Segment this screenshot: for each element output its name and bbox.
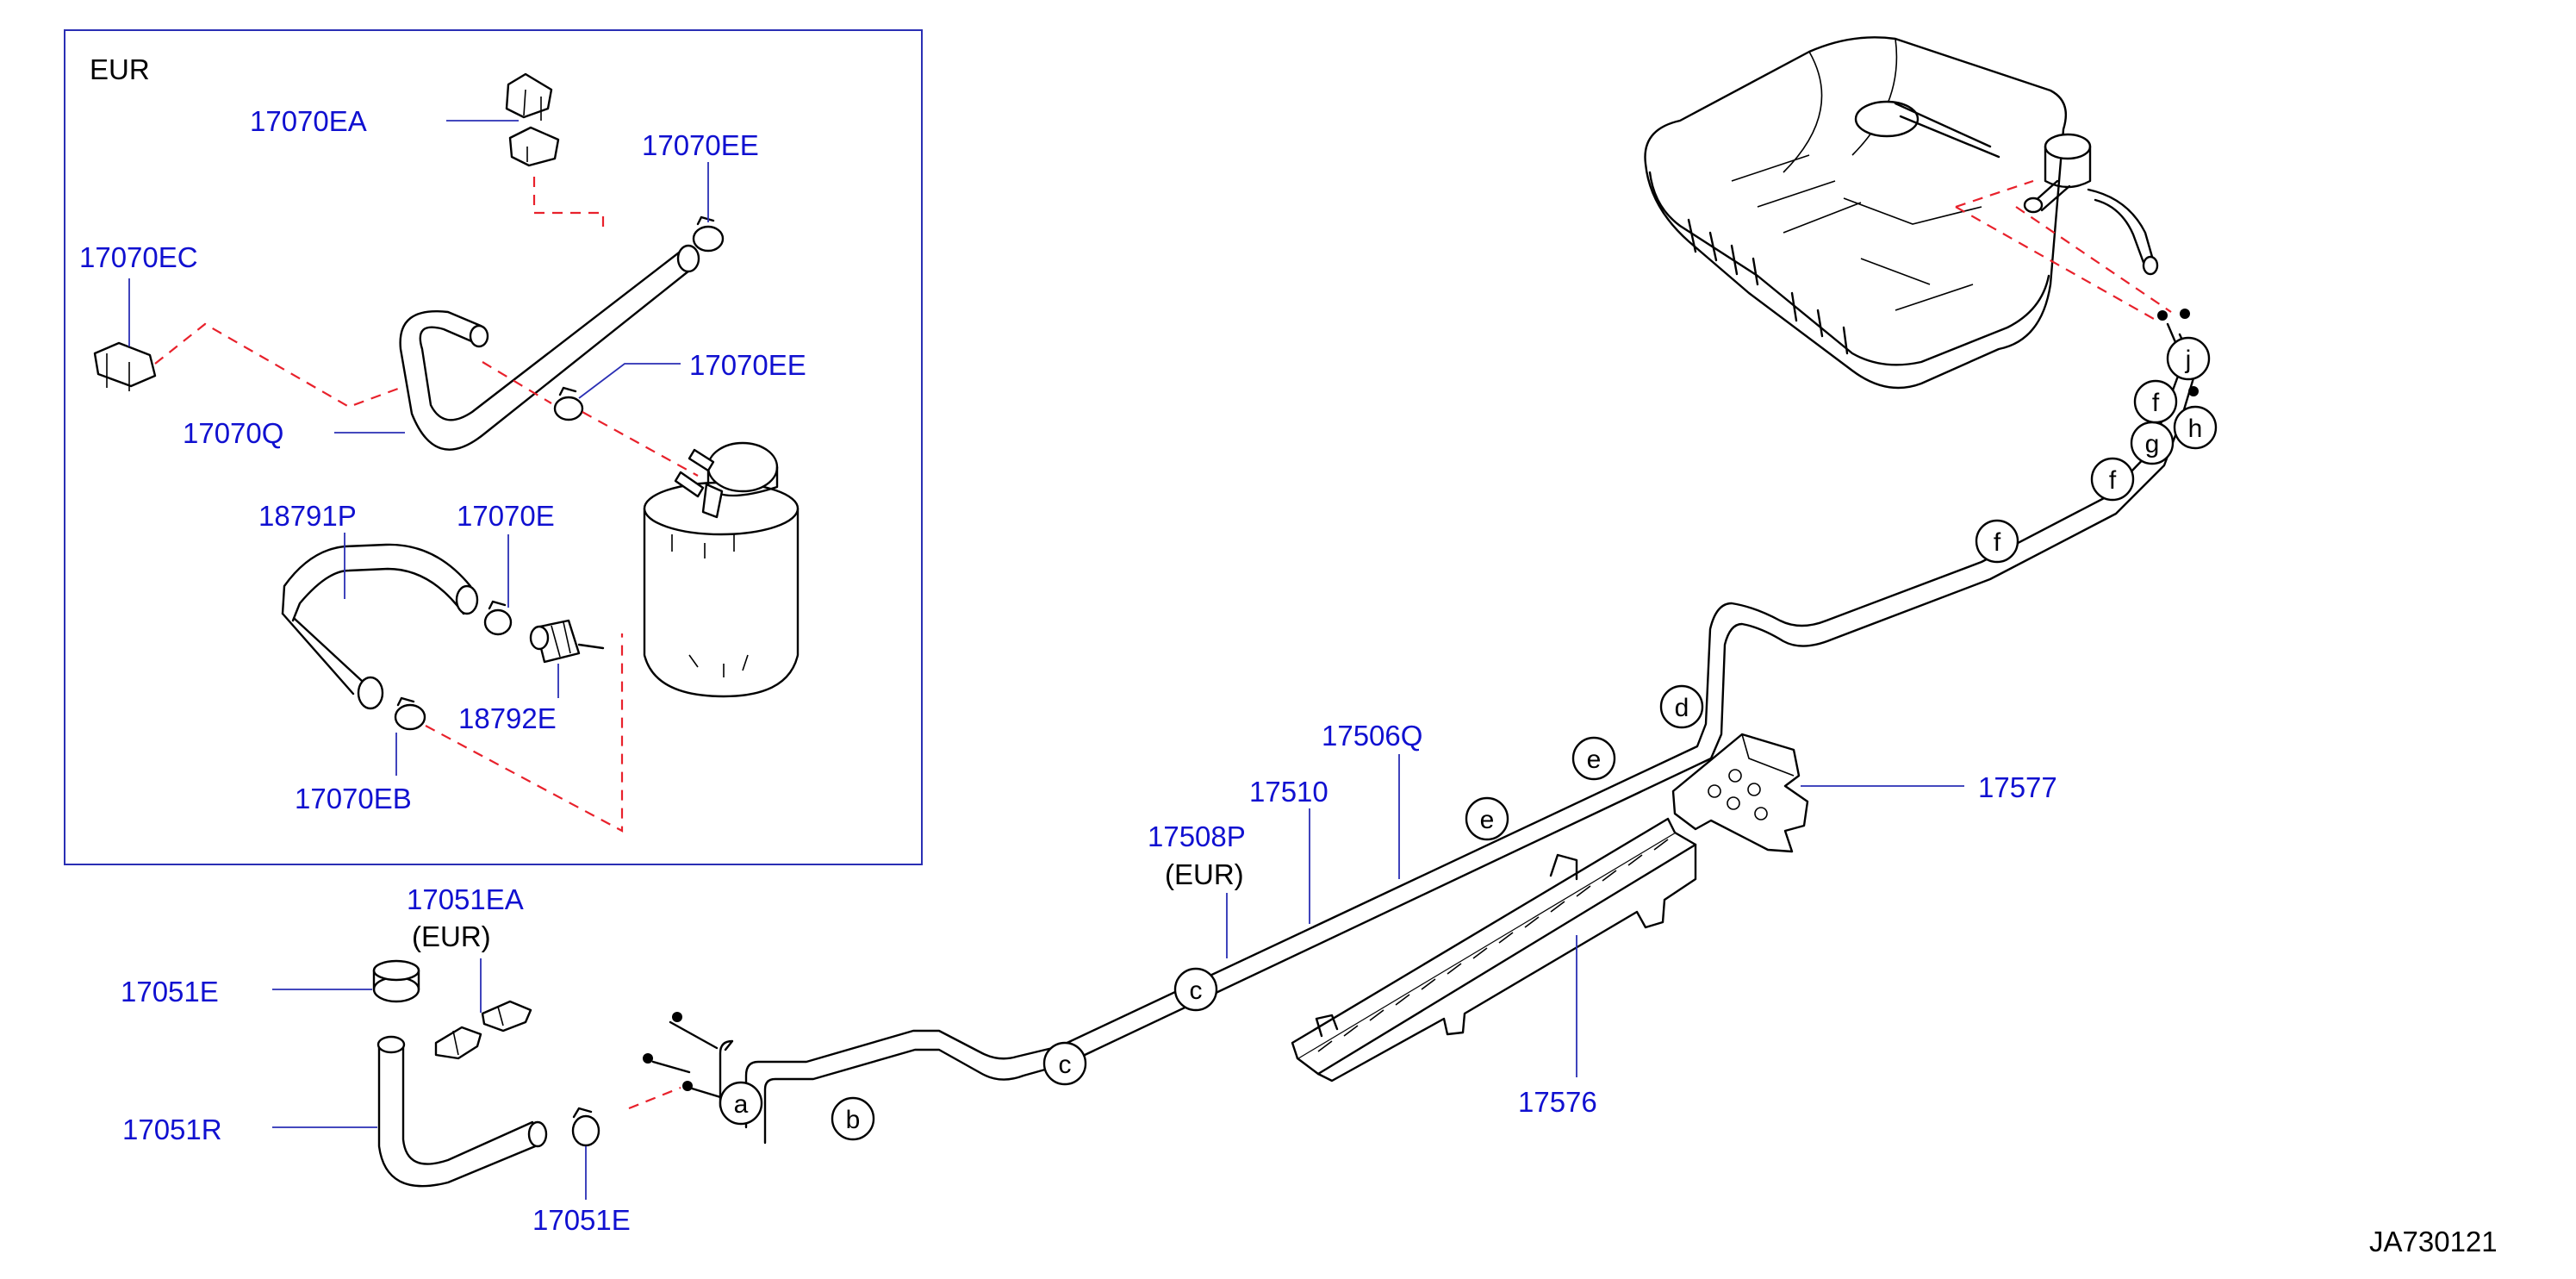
label-17070ea: 17070EA [250, 105, 367, 137]
svg-text:b: b [846, 1106, 861, 1134]
svg-text:f: f [1994, 528, 2001, 557]
clamp-17070ee-top-drawing [692, 215, 725, 253]
hose-18791p-drawing [281, 543, 479, 710]
connector-18792e-drawing [529, 619, 605, 664]
callout-j: j [2166, 336, 2211, 381]
callout-c1: c [1042, 1041, 1087, 1086]
diagram-code: JA730121 [2369, 1226, 2498, 1257]
callout-a: a [719, 1081, 763, 1126]
clamp-17070e-drawing [483, 600, 513, 636]
region-label: EUR [90, 53, 150, 85]
svg-text:f: f [2152, 389, 2160, 417]
label-17070ec: 17070EC [79, 241, 198, 273]
label-17051r: 17051R [122, 1114, 222, 1145]
eur-inset-frame [64, 29, 923, 865]
fuel-pipes-drawing [643, 309, 2199, 1145]
callout-d: d [1659, 684, 1704, 729]
svg-text:f: f [2109, 466, 2117, 495]
svg-text:e: e [1480, 806, 1495, 834]
label-17506q: 17506Q [1322, 720, 1422, 752]
clamp-17070ee-mid-drawing [482, 361, 699, 477]
fuel-tank-drawing [1644, 36, 2172, 390]
label-17577: 17577 [1978, 771, 2057, 803]
callout-g: g [2130, 421, 2175, 465]
callout-e1: e [1465, 796, 1509, 841]
label-17051ea-note: (EUR) [412, 920, 491, 952]
canister-drawing [643, 441, 800, 698]
label-17508p-note: (EUR) [1165, 858, 1244, 890]
label-17070q: 17070Q [183, 417, 283, 449]
label-18791p: 18791P [258, 500, 357, 532]
clip-17070ea-drawing [505, 72, 605, 232]
label-17576: 17576 [1518, 1086, 1597, 1118]
callout-f1: f [1975, 519, 2019, 564]
clamp-17051e-top-drawing [372, 959, 420, 1003]
clamp-17051e-bottom-drawing [571, 1086, 681, 1147]
label-17510: 17510 [1249, 776, 1328, 808]
svg-text:g: g [2145, 430, 2160, 459]
svg-text:j: j [2185, 346, 2192, 374]
svg-text:h: h [2188, 415, 2203, 443]
clip-17070ec-drawing [93, 322, 406, 409]
svg-text:c: c [1190, 976, 1203, 1005]
callout-b: b [831, 1096, 875, 1141]
label-17070ee-mid: 17070EE [689, 349, 806, 381]
label-18792e: 18792E [458, 702, 557, 734]
callout-f3: f [2133, 379, 2178, 424]
label-17051ea: 17051EA [407, 883, 524, 915]
svg-text:c: c [1059, 1051, 1072, 1079]
callout-h: h [2173, 405, 2218, 450]
label-17051e-bottom: 17051E [532, 1204, 631, 1236]
svg-text:d: d [1675, 694, 1689, 722]
label-17070ee-top: 17070EE [642, 129, 759, 161]
label-17070eb: 17070EB [295, 783, 412, 814]
label-17508p: 17508P [1148, 820, 1246, 852]
svg-text:a: a [734, 1090, 749, 1119]
callout-e2: e [1571, 736, 1616, 781]
clip-17051ea-drawing [434, 1000, 532, 1060]
bracket-17577-drawing [1671, 733, 1809, 853]
callout-f2: f [2090, 457, 2135, 502]
hose-17070q-drawing [399, 244, 700, 451]
leader-17070ee-mid [578, 363, 681, 399]
protector-17576-drawing [1291, 817, 1697, 1082]
label-17051e-top: 17051E [121, 976, 219, 1008]
clamp-17070eb-drawing [394, 633, 624, 833]
hose-17051r-drawing [376, 1035, 548, 1188]
callout-c2: c [1173, 967, 1218, 1012]
svg-text:e: e [1587, 746, 1602, 774]
label-17070e: 17070E [457, 500, 555, 532]
